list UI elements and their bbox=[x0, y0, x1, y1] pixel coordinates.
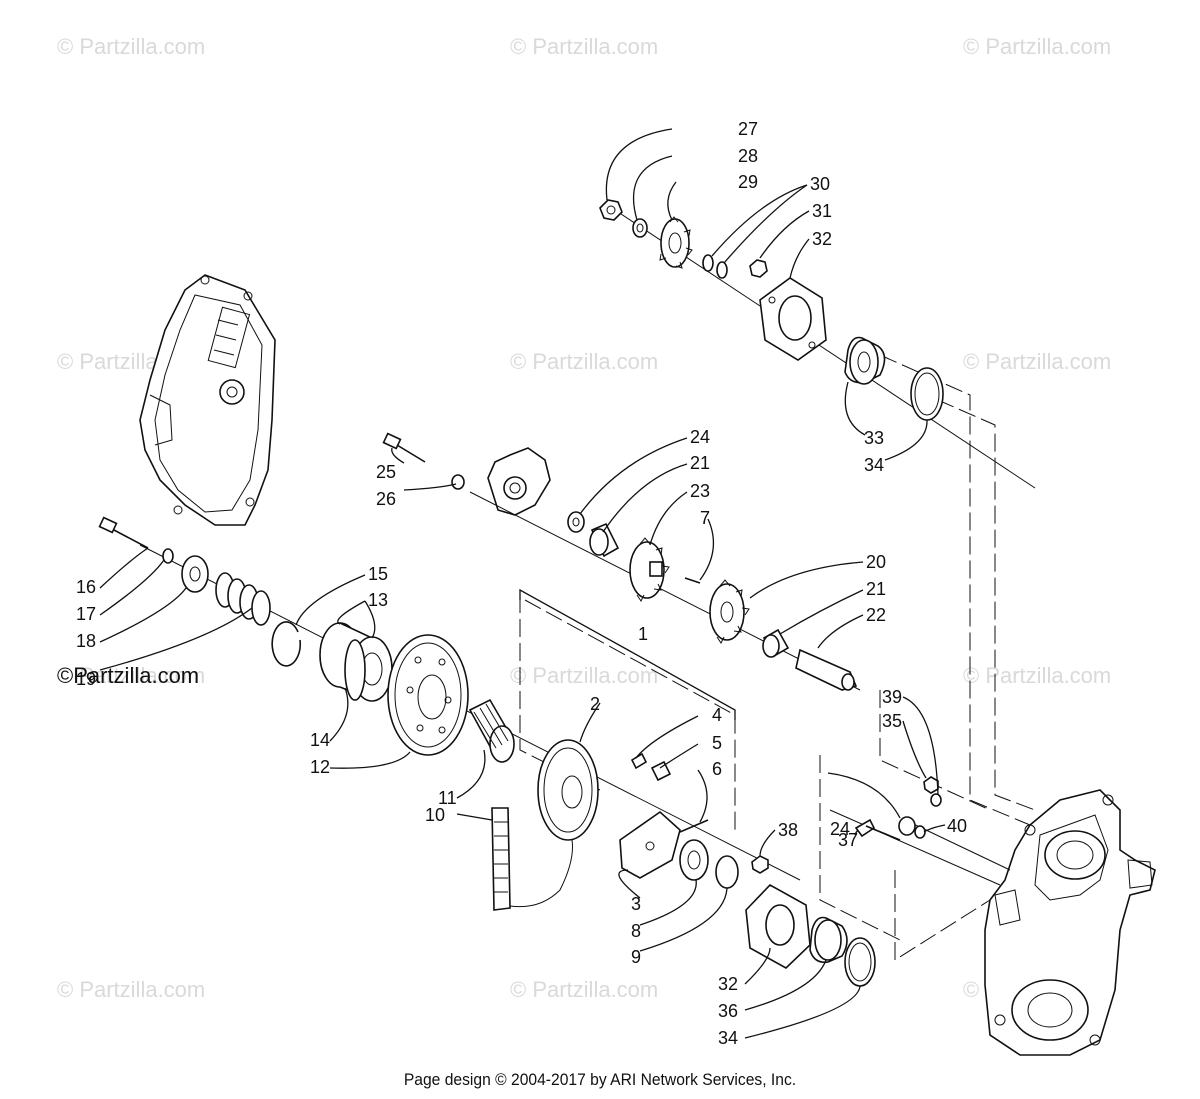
callout-label: 39 bbox=[882, 687, 902, 707]
clutch-hub-13-14 bbox=[319, 622, 393, 702]
callout-label: 33 bbox=[864, 428, 884, 448]
gearcase-housing bbox=[984, 789, 1156, 1056]
callout-label: 32 bbox=[718, 974, 738, 994]
bearing-33 bbox=[844, 336, 886, 385]
callout-label: 14 bbox=[310, 730, 330, 750]
callout-label: 27 bbox=[738, 119, 758, 139]
gear-2 bbox=[537, 739, 599, 841]
page-footer: Page design © 2004-2017 by ARI Network S… bbox=[403, 1070, 797, 1089]
callout-label: 24 bbox=[690, 427, 710, 447]
callout-label: 10 bbox=[425, 805, 445, 825]
callout-label: 32 bbox=[812, 229, 832, 249]
leader-lines bbox=[99, 128, 946, 1039]
callout-label: 34 bbox=[864, 455, 884, 475]
callout-label: 1 bbox=[638, 624, 648, 644]
callout-label: 38 bbox=[778, 820, 798, 840]
watermark: © Partzilla.com bbox=[57, 977, 205, 1002]
callout-label: 16 bbox=[76, 577, 96, 597]
callout-label: 12 bbox=[310, 757, 330, 777]
callout-label: 28 bbox=[738, 146, 758, 166]
callout-label: 34 bbox=[718, 1028, 738, 1048]
chain-10 bbox=[491, 807, 573, 911]
case-cover bbox=[139, 274, 276, 526]
callout-label: 30 bbox=[810, 174, 830, 194]
callout-label: 9 bbox=[631, 947, 641, 967]
callout-label: 31 bbox=[812, 201, 832, 221]
callout-label: 15 bbox=[368, 564, 388, 584]
watermark: © Partzilla.com bbox=[963, 663, 1111, 688]
watermark: © Partzilla.com bbox=[510, 663, 658, 688]
callout-label: 36 bbox=[718, 1001, 738, 1021]
callout-label: 21 bbox=[866, 579, 886, 599]
shaft-axis-lines bbox=[139, 209, 1036, 961]
callout-label: 37 bbox=[838, 830, 858, 850]
callout-label: 5 bbox=[712, 733, 722, 753]
tensioner-bracket bbox=[487, 447, 551, 516]
callout-label: 17 bbox=[76, 604, 96, 624]
callout-label: 11 bbox=[438, 788, 457, 808]
callout-label: 6 bbox=[712, 759, 722, 779]
callout-label: 40 bbox=[947, 816, 967, 836]
callout-label: 35 bbox=[882, 711, 902, 731]
watermark: © Partzilla.com bbox=[963, 34, 1111, 59]
watermark: © Partzilla.com bbox=[510, 349, 658, 374]
callout-labels: 1 2 3 4 5 6 7 8 9 10 11 12 13 14 15 16 1… bbox=[76, 119, 967, 1048]
callout-label: 4 bbox=[712, 705, 722, 725]
middle-shaft-parts bbox=[382, 432, 858, 691]
watermark: © Partzilla.com bbox=[510, 34, 658, 59]
callout-label: 23 bbox=[690, 481, 710, 501]
watermark: © Partzilla.com bbox=[57, 663, 205, 688]
spring-19 bbox=[215, 572, 271, 626]
upper-shaft-parts bbox=[599, 199, 944, 421]
lower-shaft-parts bbox=[98, 516, 942, 987]
callout-label: 13 bbox=[368, 590, 388, 610]
callout-label: 22 bbox=[866, 605, 886, 625]
callout-label: 2 bbox=[590, 694, 600, 714]
watermark: © Partzilla.com bbox=[510, 977, 658, 1002]
sprocket-29 bbox=[659, 216, 693, 269]
callout-label: 18 bbox=[76, 631, 96, 651]
callout-label: 3 bbox=[631, 894, 641, 914]
callout-label: 26 bbox=[376, 489, 396, 509]
sprocket-12 bbox=[387, 634, 469, 756]
callout-label: 24 bbox=[830, 819, 850, 839]
callout-label: 7 bbox=[700, 508, 710, 528]
callout-label: 19 bbox=[76, 669, 96, 689]
callout-label: 20 bbox=[866, 552, 886, 572]
callout-label: 29 bbox=[738, 172, 758, 192]
overlay-watermark: ©Partzilla.com bbox=[57, 663, 199, 688]
callout-label: 25 bbox=[376, 462, 396, 482]
callout-label: 8 bbox=[631, 921, 641, 941]
watermark: © Partzilla.com bbox=[57, 34, 205, 59]
watermark: © Partzilla.com bbox=[963, 349, 1111, 374]
assembly-1-bracket bbox=[519, 588, 736, 720]
callout-label: 21 bbox=[690, 453, 710, 473]
